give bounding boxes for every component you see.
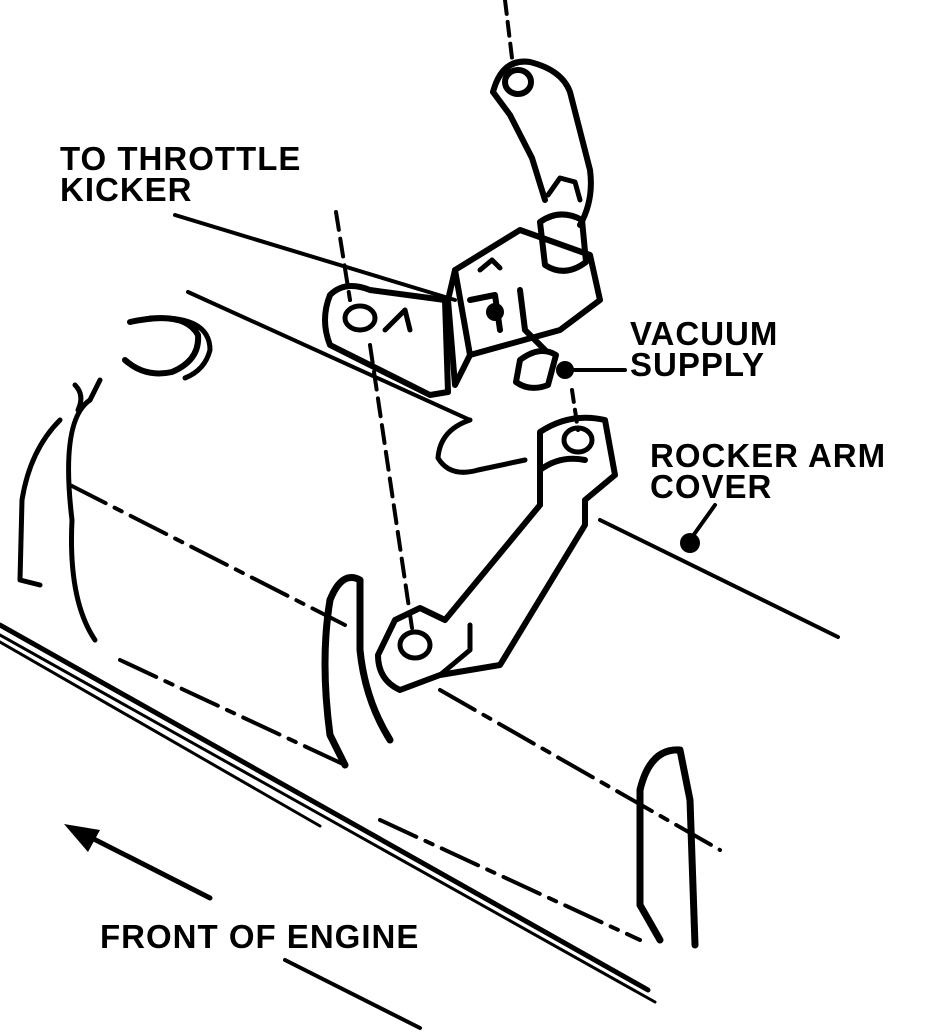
solenoid-valve <box>445 211 603 391</box>
vacuum-supply-label: VACUUM SUPPLY <box>630 315 779 383</box>
front-direction-arrow <box>64 824 422 1030</box>
rocker-arm-cover <box>0 290 840 1004</box>
rocker-arm-cover-line-2: COVER <box>650 468 773 505</box>
arrow-head-icon <box>64 824 100 852</box>
lower-bracket <box>368 343 618 693</box>
vacuum-supply-line-2: SUPPLY <box>630 346 766 383</box>
upper-bracket-tab <box>322 210 451 398</box>
rocker-arm-cover-line-1: ROCKER ARM <box>650 437 887 474</box>
throttle-kicker-leader <box>173 213 457 302</box>
leader-lines <box>173 213 717 553</box>
upper-hose <box>490 0 594 228</box>
throttle-kicker-label: TO THROTTLE KICKER <box>60 140 302 208</box>
throttle-kicker-line-1: TO THROTTLE <box>60 140 302 177</box>
throttle-kicker-line-2: KICKER <box>60 171 193 208</box>
vacuum-supply-line-1: VACUUM <box>630 315 779 352</box>
front-of-engine-label: FRONT OF ENGINE <box>100 918 420 955</box>
rocker-arm-cover-label: ROCKER ARM COVER <box>650 437 887 505</box>
